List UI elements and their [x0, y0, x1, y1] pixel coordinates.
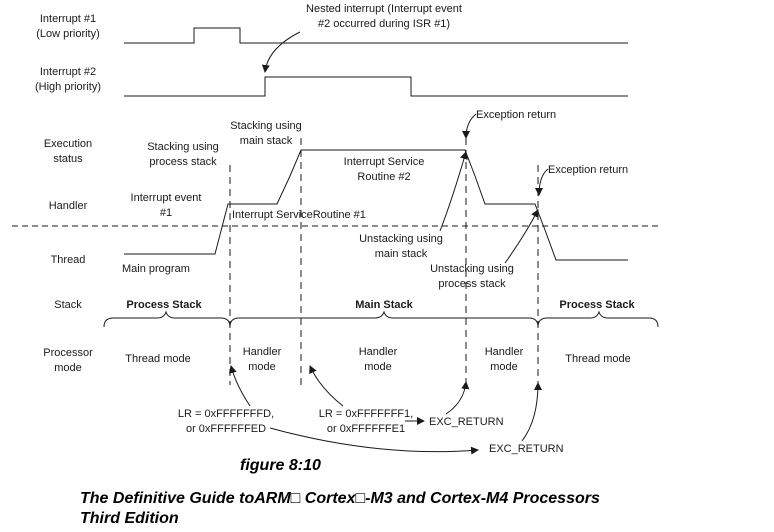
book-title: The Definitive Guide toARM□ Cortex□-M3 a… [80, 489, 770, 529]
nested-interrupt-arrow [261, 31, 301, 73]
unstacking-main-label: Unstacking using [359, 233, 443, 245]
stack-label-process-left: Process Stack [126, 299, 202, 311]
book-title-line1: The Definitive Guide toARM□ Cortex□-M3 a… [80, 490, 600, 507]
mode-thread-right: Thread mode [565, 353, 630, 365]
mode-handler-2: Handler [359, 346, 398, 358]
brace-process-stack-left [103, 310, 231, 328]
exception-return-label-1: Exception return [476, 109, 556, 121]
lr-value-2-line2: or 0xFFFFFFE1 [327, 423, 405, 435]
unstacking-main-arrow [439, 151, 468, 232]
execution-status-waveform [124, 149, 628, 261]
lr1-to-exc-return-arrow [269, 427, 479, 455]
exception-return-arrow-1 [462, 113, 477, 139]
row-label-execution: Execution [44, 138, 92, 150]
figure-caption: figure 8:10 [240, 457, 321, 474]
mode-thread-left: Thread mode [125, 353, 190, 365]
row-label-handler: Handler [49, 200, 88, 212]
row-label-thread: Thread [51, 254, 86, 266]
lr-value-2: LR = 0xFFFFFFF1, [319, 408, 413, 420]
lr2-arrow [309, 365, 344, 407]
exception-return-arrow-2 [535, 168, 549, 196]
stacking-main-label: Stacking using [230, 120, 302, 132]
row-label-interrupt2: Interrupt #2 [40, 66, 96, 78]
stacking-main-label-line2: main stack [240, 135, 293, 147]
unstacking-process-arrow [504, 209, 539, 264]
exc-return-label-a: EXC_RETURN [429, 416, 504, 428]
nested-interrupt-note: Nested interrupt (Interrupt event [306, 3, 462, 15]
row-label-processor: Processor [43, 347, 93, 359]
isr2-label-line2: Routine #2 [357, 171, 410, 183]
exc-return-a-arrow [445, 381, 470, 415]
exc-return-label-b: EXC_RETURN [489, 443, 564, 455]
interrupt-event1-label: Interrupt event [131, 192, 202, 204]
isr2-label: Interrupt Service [344, 156, 425, 168]
row-label-stack: Stack [54, 299, 82, 311]
mode-handler-2-line2: mode [364, 361, 392, 373]
nested-interrupt-note-line2: #2 occurred during ISR #1) [318, 18, 450, 30]
lr1-arrow [228, 365, 251, 407]
brace-process-stack-right [537, 310, 659, 328]
row-label-interrupt2-priority: (High priority) [35, 81, 101, 93]
lr-value-1: LR = 0xFFFFFFFD, [178, 408, 274, 420]
unstacking-process-label-line2: process stack [438, 278, 506, 290]
interrupt-event1-label-line2: #1 [160, 207, 172, 219]
mode-handler-1-line2: mode [248, 361, 276, 373]
brace-main-stack [229, 310, 539, 328]
lr-value-1-line2: or 0xFFFFFFED [186, 423, 266, 435]
stack-label-process-right: Process Stack [559, 299, 635, 311]
row-label-processor-mode: mode [54, 362, 82, 374]
isr1-label: Interrupt ServiceRoutine #1 [232, 209, 366, 221]
unstacking-main-label-line2: main stack [375, 248, 428, 260]
unstacking-process-label: Unstacking using [430, 263, 514, 275]
interrupt2-waveform [124, 76, 628, 97]
row-label-interrupt1-priority: (Low priority) [36, 28, 100, 40]
stack-label-main: Main Stack [355, 299, 413, 311]
main-program-label: Main program [122, 263, 190, 275]
mode-handler-3-line2: mode [490, 361, 518, 373]
exception-return-label-2: Exception return [548, 164, 628, 176]
mode-handler-3: Handler [485, 346, 524, 358]
stacking-process-label: Stacking using [147, 141, 219, 153]
mode-handler-1: Handler [243, 346, 282, 358]
stacking-process-label-line2: process stack [149, 156, 217, 168]
book-title-line2: Third Edition [80, 510, 179, 527]
exc-return-b-arrow [521, 382, 542, 442]
row-label-execution-status: status [53, 153, 83, 165]
interrupt1-waveform [124, 27, 628, 44]
row-label-interrupt1: Interrupt #1 [40, 13, 96, 25]
